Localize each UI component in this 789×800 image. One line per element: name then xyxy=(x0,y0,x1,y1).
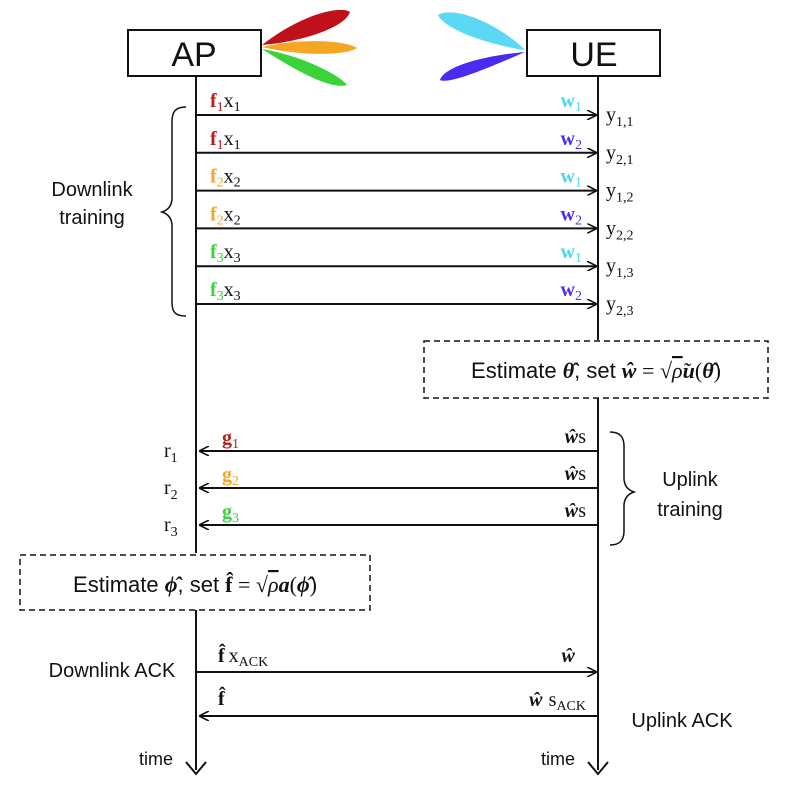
downlink-tx-label: f1x1 xyxy=(210,128,241,153)
uplink-ue-label: ŵs xyxy=(564,426,586,448)
uplink-ue-label: ŵs xyxy=(564,500,586,522)
downlink-tx-label: f2x2 xyxy=(210,166,241,191)
downlink-output-label: y2,2 xyxy=(606,217,634,243)
uplink-training-brace xyxy=(609,431,637,546)
uplink-ap-label: g1 xyxy=(222,427,239,452)
downlink-tx-label: f3x3 xyxy=(210,241,241,266)
downlink-tx-label: f2x2 xyxy=(210,203,241,228)
downlink-output-label: y1,3 xyxy=(606,255,634,281)
downlink-ack-label: Downlink ACK xyxy=(49,660,176,682)
ap-estimate-text: Estimate ϕ̂, set f̂ = √ρa(ϕ̂) xyxy=(73,572,317,597)
downlink-tx-label: f1x1 xyxy=(210,90,241,115)
ue-box xyxy=(526,29,661,77)
downlink-tx-label: f3x3 xyxy=(210,279,241,304)
downlink-rx-label: w2 xyxy=(561,203,582,228)
downlink-rx-label: w2 xyxy=(561,279,582,304)
uplink-ack-label: Uplink ACK xyxy=(631,710,733,732)
uplink-ack-ap-label: f̂ xyxy=(218,685,226,710)
ap-box xyxy=(127,29,262,77)
downlink-rx-label: w2 xyxy=(561,128,582,153)
ap-time-label: time xyxy=(139,749,173,769)
downlink-output-label: y1,2 xyxy=(606,180,634,206)
ap-beam-pattern-icon xyxy=(262,9,357,86)
downlink-rx-label: w1 xyxy=(561,90,582,115)
uplink-training-label-line2: training xyxy=(657,499,723,521)
ap-time-arrow xyxy=(185,761,207,776)
uplink-output-label: r2 xyxy=(164,477,178,503)
downlink-output-label: y2,3 xyxy=(606,293,634,319)
downlink-training-label-line2: training xyxy=(59,207,125,229)
uplink-ap-label: g2 xyxy=(222,464,239,489)
downlink-rx-label: w1 xyxy=(561,241,582,266)
ap-label: AP xyxy=(171,36,216,74)
ue-time-label: time xyxy=(541,749,575,769)
ap-estimate-box xyxy=(19,554,371,611)
uplink-training-label-line1: Uplink xyxy=(662,469,719,491)
downlink-training-brace xyxy=(159,106,187,317)
uplink-messages: g1 ŵs r1 g2 ŵs r2 g3 ŵs r3 xyxy=(164,426,598,540)
downlink-output-label: y1,1 xyxy=(606,104,634,130)
downlink-messages: f1x1 w1 y1,1 f1x1 w2 y2,1 f2x2 w1 y1,2 f2x2 w2 y2,2… xyxy=(196,90,634,319)
ue-beam-pattern-icon xyxy=(438,12,525,81)
uplink-output-label: r1 xyxy=(164,440,178,466)
downlink-ack-rx-label: ŵ xyxy=(561,645,576,667)
downlink-training-label-line1: Downlink xyxy=(51,179,133,201)
ue-estimate-text: Estimate θ̂, set ŵ = √ρ̃u(θ̂) xyxy=(471,358,721,383)
downlink-ack-tx-label: f̂xACK xyxy=(218,642,268,670)
ue-estimate-box xyxy=(423,340,769,399)
uplink-ap-label: g3 xyxy=(222,501,239,526)
uplink-output-label: r3 xyxy=(164,514,178,540)
downlink-rx-label: w1 xyxy=(561,166,582,191)
uplink-ue-label: ŵs xyxy=(564,463,586,485)
ue-label: UE xyxy=(570,36,617,74)
downlink-output-label: y2,1 xyxy=(606,142,634,168)
ue-time-arrow xyxy=(587,761,609,776)
